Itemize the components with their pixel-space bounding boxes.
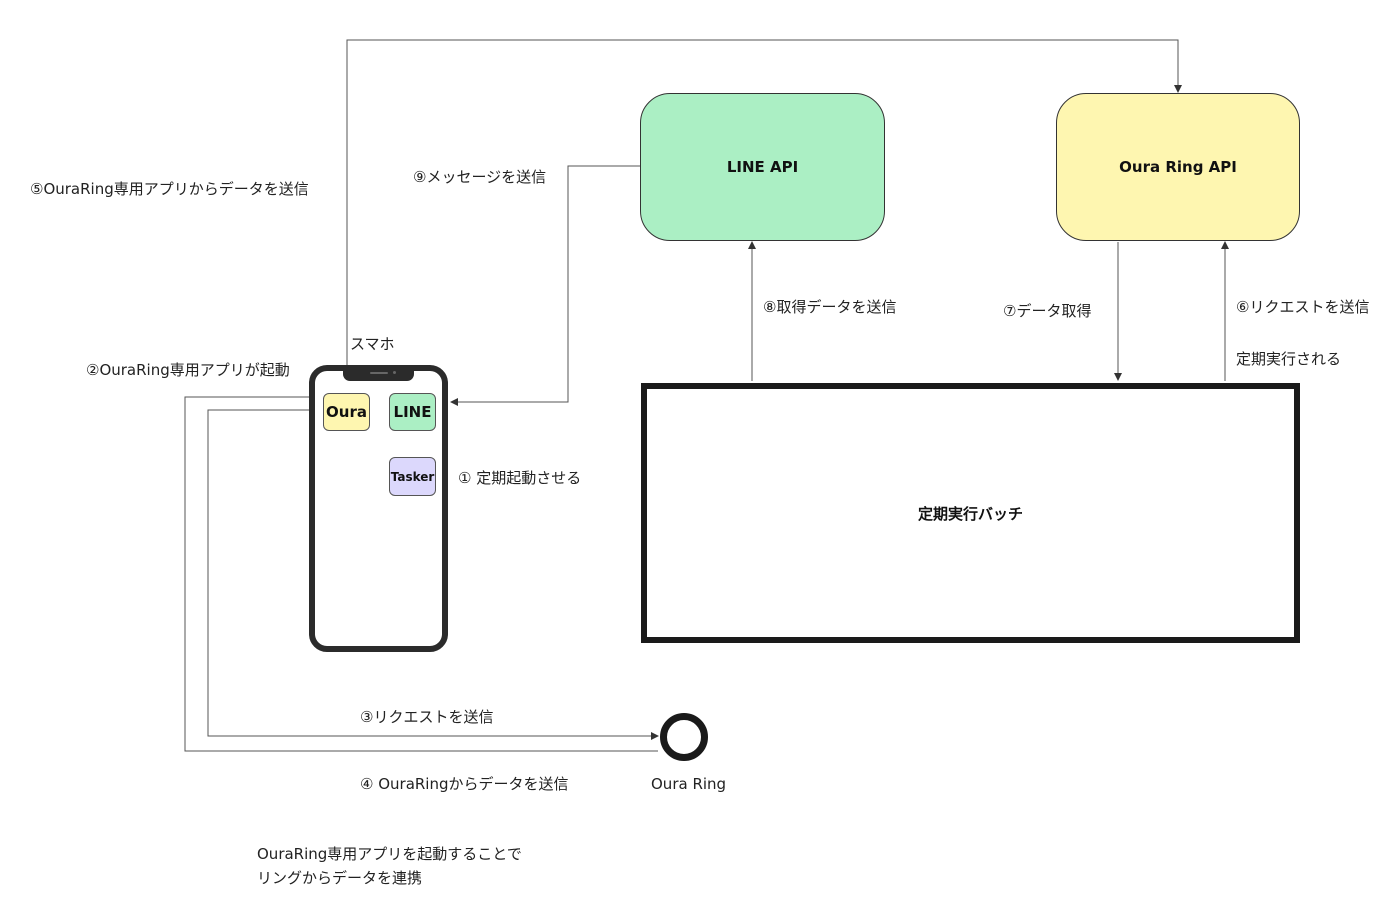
scheduled-batch-box[interactable]: 定期実行バッチ: [641, 383, 1300, 643]
step1-label: ① 定期起動させる: [458, 469, 582, 487]
arrow-step2: [184, 393, 322, 736]
note-line2: リングからデータを連携: [257, 869, 423, 887]
oura-ring-icon[interactable]: [660, 713, 708, 761]
step6-label: ⑥リクエストを送信: [1236, 298, 1370, 316]
scheduled-batch-label: 定期実行バッチ: [917, 504, 1023, 523]
oura-app-label: Oura: [326, 403, 367, 421]
step6-sub-label: 定期実行される: [1236, 350, 1342, 368]
step4-label: ④ OuraRingからデータを送信: [360, 775, 569, 793]
step9-label: ⑨メッセージを送信: [413, 168, 547, 186]
oura-ring-api-label: Oura Ring API: [1119, 158, 1237, 176]
phone-speaker: [370, 372, 388, 374]
phone-label: スマホ: [350, 335, 395, 353]
line-app-icon[interactable]: LINE: [389, 393, 436, 431]
arrow-step3: [207, 409, 659, 740]
phone-camera: [393, 371, 396, 374]
line-api-label: LINE API: [726, 158, 799, 176]
step5-label: ⑤OuraRing専用アプリからデータを送信: [30, 180, 309, 198]
tasker-app-label: Tasker: [390, 469, 435, 484]
arrow-step4: [184, 736, 658, 752]
step8-label: ⑧取得データを送信: [763, 298, 897, 316]
line-api-box[interactable]: LINE API: [640, 93, 885, 241]
oura-ring-api-box[interactable]: Oura Ring API: [1056, 93, 1300, 241]
arrow-step9: [450, 165, 640, 406]
line-app-label: LINE: [393, 403, 432, 421]
step2-label: ②OuraRing専用アプリが起動: [86, 361, 290, 379]
oura-app-icon[interactable]: Oura: [323, 393, 370, 431]
step3-label: ③リクエストを送信: [360, 708, 494, 726]
oura-ring-label: Oura Ring: [651, 775, 727, 793]
arrow-step5: [346, 39, 1182, 393]
tasker-app-icon[interactable]: Tasker: [389, 457, 436, 496]
step7-label: ⑦データ取得: [1003, 302, 1092, 320]
note-line1: OuraRing専用アプリを起動することで: [257, 845, 522, 863]
